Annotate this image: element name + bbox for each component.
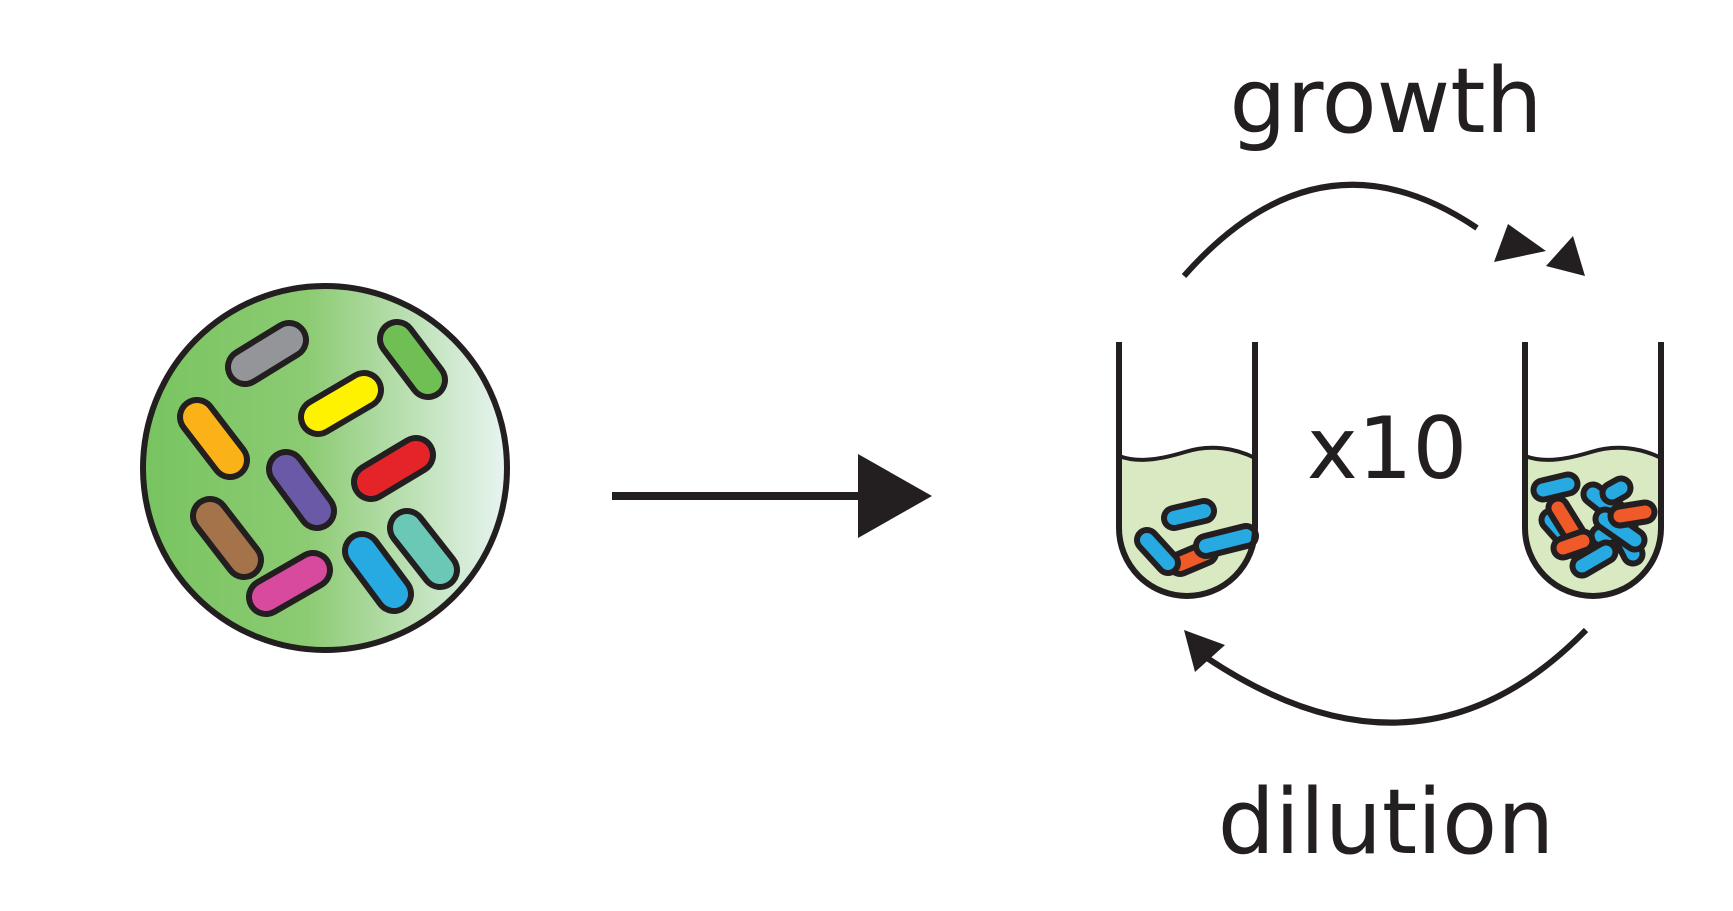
bacterium-tube-blue: [1569, 539, 1619, 579]
bacterium-teal: [387, 508, 460, 590]
tube-meniscus: [1118, 445, 1256, 462]
bacterium-pink: [246, 550, 333, 617]
tube-bacteria-dense: [1530, 471, 1658, 579]
bacterium-tube-red: [1607, 499, 1658, 529]
bacterium-tube-red: [1550, 528, 1596, 561]
tube-after-growth: [1522, 342, 1664, 599]
multiplier-label: x10: [1307, 399, 1467, 499]
community-bacteria: [177, 319, 460, 617]
bacterium-tube-blue: [1193, 523, 1259, 559]
bacterium-green: [377, 319, 448, 400]
tube-bacteria-sparse: [1134, 498, 1259, 577]
bacterium-tube-blue: [1599, 475, 1634, 506]
growth-arrow: [1181, 181, 1585, 278]
community-circle: [140, 283, 510, 653]
bacterium-gray: [225, 320, 309, 387]
microbial-community: [140, 283, 510, 653]
bacterium-yellow: [298, 370, 384, 437]
tube-before-growth: [1116, 342, 1259, 599]
bacterium-brown: [190, 496, 264, 580]
bacterium-red: [351, 435, 436, 502]
tube-wall: [1522, 342, 1664, 599]
bacterium-blue: [342, 531, 414, 614]
bacterium-purple: [266, 449, 337, 531]
bacterium-tube-blue: [1134, 527, 1181, 576]
bacterium-tube-blue: [1530, 471, 1581, 503]
inoculation-arrow: [612, 454, 932, 538]
tube-meniscus: [1524, 445, 1662, 462]
growth-label: growth: [1229, 49, 1542, 154]
dilution-arrow: [1184, 627, 1589, 726]
tube-wall: [1116, 342, 1258, 599]
bacterium-tube-blue: [1161, 498, 1217, 531]
bacterium-orange: [177, 397, 250, 480]
dilution-label: dilution: [1218, 770, 1555, 875]
